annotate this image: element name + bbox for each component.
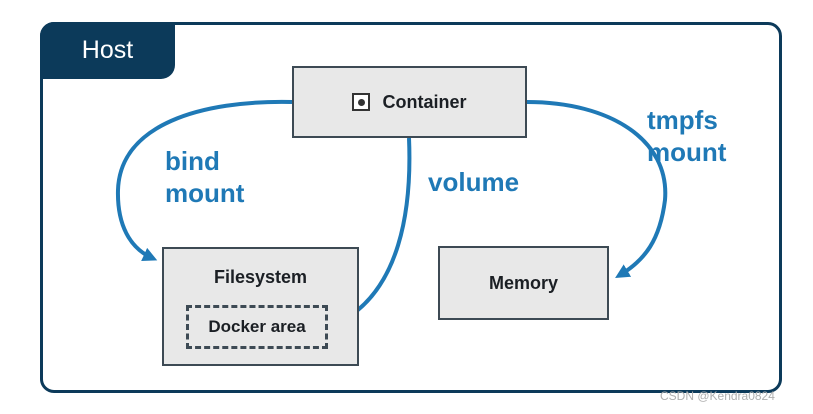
docker-area-box: Docker area (186, 305, 328, 349)
bind-mount-label-line1: bind (165, 146, 220, 176)
filesystem-label: Filesystem (213, 267, 308, 287)
container-icon (352, 93, 371, 111)
bind-mount-label: bind mount (165, 145, 244, 209)
host-label: Host (40, 22, 175, 79)
filesystem-box: Filesystem Docker area (162, 247, 359, 366)
container-box: Container (292, 66, 527, 138)
memory-box: Memory (438, 246, 609, 320)
tmpfs-mount-arrow (526, 100, 668, 278)
volume-arrow (334, 137, 412, 325)
watermark: CSDN @Kendra0824 (660, 389, 775, 403)
tmpfs-mount-label-line1: tmpfs (647, 105, 718, 135)
memory-label: Memory (488, 272, 559, 293)
tmpfs-mount-label-line2: mount (647, 137, 727, 167)
tmpfs-mount-label: tmpfs mount (647, 104, 726, 168)
host-frame (40, 22, 782, 393)
container-label: Container (382, 91, 467, 112)
bind-mount-arrow (115, 99, 293, 261)
docker-area-label: Docker area (208, 317, 306, 336)
bind-mount-label-line2: mount (165, 178, 245, 208)
volume-label: volume (428, 167, 520, 197)
